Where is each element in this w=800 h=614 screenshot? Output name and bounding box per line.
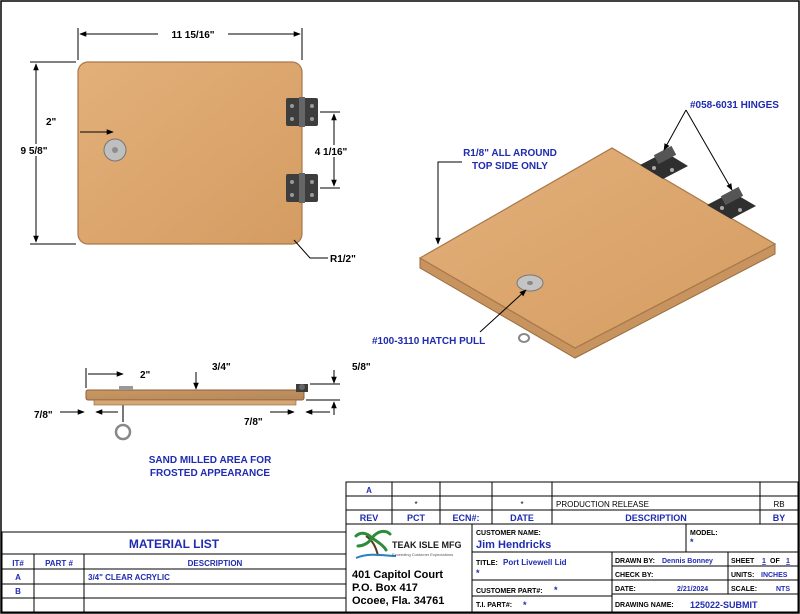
side-hinge-dim: 5/8" bbox=[352, 362, 371, 373]
top-width-dim: 11 15/16" bbox=[171, 30, 214, 41]
drawn-by-label: DRAWN BY: bbox=[615, 558, 655, 565]
iso-view: #058-6031 HINGES R1/8" ALL AROUND TOP SI… bbox=[372, 100, 779, 359]
pull-callout: #100-3110 HATCH PULL bbox=[372, 336, 485, 347]
drawing-name-label: DRAWING NAME: bbox=[615, 602, 674, 609]
address-line-2: P.O. Box 417 bbox=[352, 582, 418, 594]
hinge-top-upper bbox=[286, 97, 318, 127]
sheet-of: OF bbox=[770, 558, 780, 565]
sand-note-1: SAND MILLED AREA FOR bbox=[149, 455, 272, 466]
hinge-spacing-dim: 4 1/16" bbox=[315, 147, 348, 158]
customer-name: Jim Hendricks bbox=[476, 539, 551, 551]
radius-note-2: TOP SIDE ONLY bbox=[472, 161, 548, 172]
lid-iso bbox=[418, 147, 777, 349]
side-pull-dim: 2" bbox=[140, 370, 151, 381]
mat-row-b-item: B bbox=[15, 587, 21, 596]
title-label: TITLE: bbox=[476, 560, 498, 567]
rev-header-date: DATE bbox=[510, 513, 534, 523]
material-list-title: MATERIAL LIST bbox=[129, 537, 220, 551]
check-by-label: CHECK BY: bbox=[615, 572, 653, 579]
customer-part-label: CUSTOMER PART#: bbox=[476, 588, 543, 595]
company-name: TEAK ISLE MFG bbox=[392, 540, 462, 550]
mat-row-a-desc: 3/4" CLEAR ACRYLIC bbox=[88, 573, 170, 582]
title-block: TEAK ISLE MFG Exceeding Customer Expecta… bbox=[345, 523, 799, 613]
date-value: 2/21/2024 bbox=[677, 586, 708, 593]
hinges-callout: #058-6031 HINGES bbox=[690, 100, 779, 111]
sheet-num: 1 bbox=[762, 558, 766, 565]
side-view: 2" 3/4" 5/8" 7/8" 7/8" SAND MILLED AREA … bbox=[34, 362, 371, 479]
address-line-3: Ocoee, Fla. 34761 bbox=[352, 595, 444, 607]
units-label: UNITS: bbox=[731, 572, 754, 579]
rev-pct-val: * bbox=[414, 500, 417, 509]
revision-block: A * * PRODUCTION RELEASE RB REV PCT ECN#… bbox=[345, 481, 799, 525]
model-value: * bbox=[690, 537, 694, 547]
ti-part-value: * bbox=[523, 600, 527, 610]
material-list: MATERIAL LIST IT# PART # DESCRIPTION A 3… bbox=[1, 531, 347, 613]
scale-label: SCALE: bbox=[731, 586, 757, 593]
sheet-total: 1 bbox=[786, 558, 790, 565]
company-tagline: Exceeding Customer Expectations bbox=[392, 552, 453, 557]
rev-row-a: A bbox=[366, 486, 372, 495]
customer-name-label: CUSTOMER NAME: bbox=[476, 530, 541, 537]
date-label: DATE: bbox=[615, 586, 636, 593]
units-value: INCHES bbox=[761, 572, 788, 579]
corner-radius-dim: R1/2" bbox=[330, 254, 356, 265]
hinge-top-lower bbox=[286, 173, 318, 203]
rev-by-val: RB bbox=[773, 500, 784, 509]
side-thickness-dim: 3/4" bbox=[212, 362, 231, 373]
title-value: Port Livewell Lid bbox=[503, 558, 567, 567]
rev-header-desc: DESCRIPTION bbox=[625, 513, 687, 523]
top-view: 11 15/16" 9 5/8" 2" 4 1/16" R1/2" bbox=[14, 28, 356, 265]
side-right-dim: 7/8" bbox=[244, 417, 263, 428]
title-extra: * bbox=[476, 568, 480, 578]
top-height-dim: 9 5/8" bbox=[21, 146, 48, 157]
side-left-dim: 7/8" bbox=[34, 410, 53, 421]
company-logo: TEAK ISLE MFG Exceeding Customer Expecta… bbox=[354, 529, 462, 559]
mat-header-desc: DESCRIPTION bbox=[188, 559, 243, 568]
hinge-iso-2 bbox=[707, 186, 756, 219]
hinge-iso-1 bbox=[640, 145, 688, 179]
scale-value: NTS bbox=[776, 586, 790, 593]
sand-note-2: FROSTED APPEARANCE bbox=[150, 468, 271, 479]
address-line-1: 401 Capitol Court bbox=[352, 569, 443, 581]
radius-note-1: R1/8" ALL AROUND bbox=[463, 148, 557, 159]
drawing-name-value: 125022-SUBMIT bbox=[690, 600, 758, 610]
mat-row-a-item: A bbox=[15, 573, 21, 582]
rev-desc-val: PRODUCTION RELEASE bbox=[556, 500, 649, 509]
rev-date-val: * bbox=[520, 500, 523, 509]
rev-header-by: BY bbox=[773, 513, 786, 523]
rev-header-rev: REV bbox=[360, 513, 379, 523]
lid-top-view bbox=[77, 61, 303, 245]
customer-part-value: * bbox=[554, 585, 558, 595]
mat-header-part: PART # bbox=[45, 559, 73, 568]
mat-header-item: IT# bbox=[12, 559, 24, 568]
model-label: MODEL: bbox=[690, 530, 718, 537]
sheet-label: SHEET bbox=[731, 558, 755, 565]
ti-part-label: T.I. PART#: bbox=[476, 602, 512, 609]
lid-side bbox=[85, 389, 305, 401]
drawn-by: Dennis Bonney bbox=[662, 558, 713, 565]
pull-offset-dim: 2" bbox=[46, 117, 57, 128]
rev-header-pct: PCT bbox=[407, 513, 426, 523]
rev-header-ecn: ECN#: bbox=[452, 513, 479, 523]
